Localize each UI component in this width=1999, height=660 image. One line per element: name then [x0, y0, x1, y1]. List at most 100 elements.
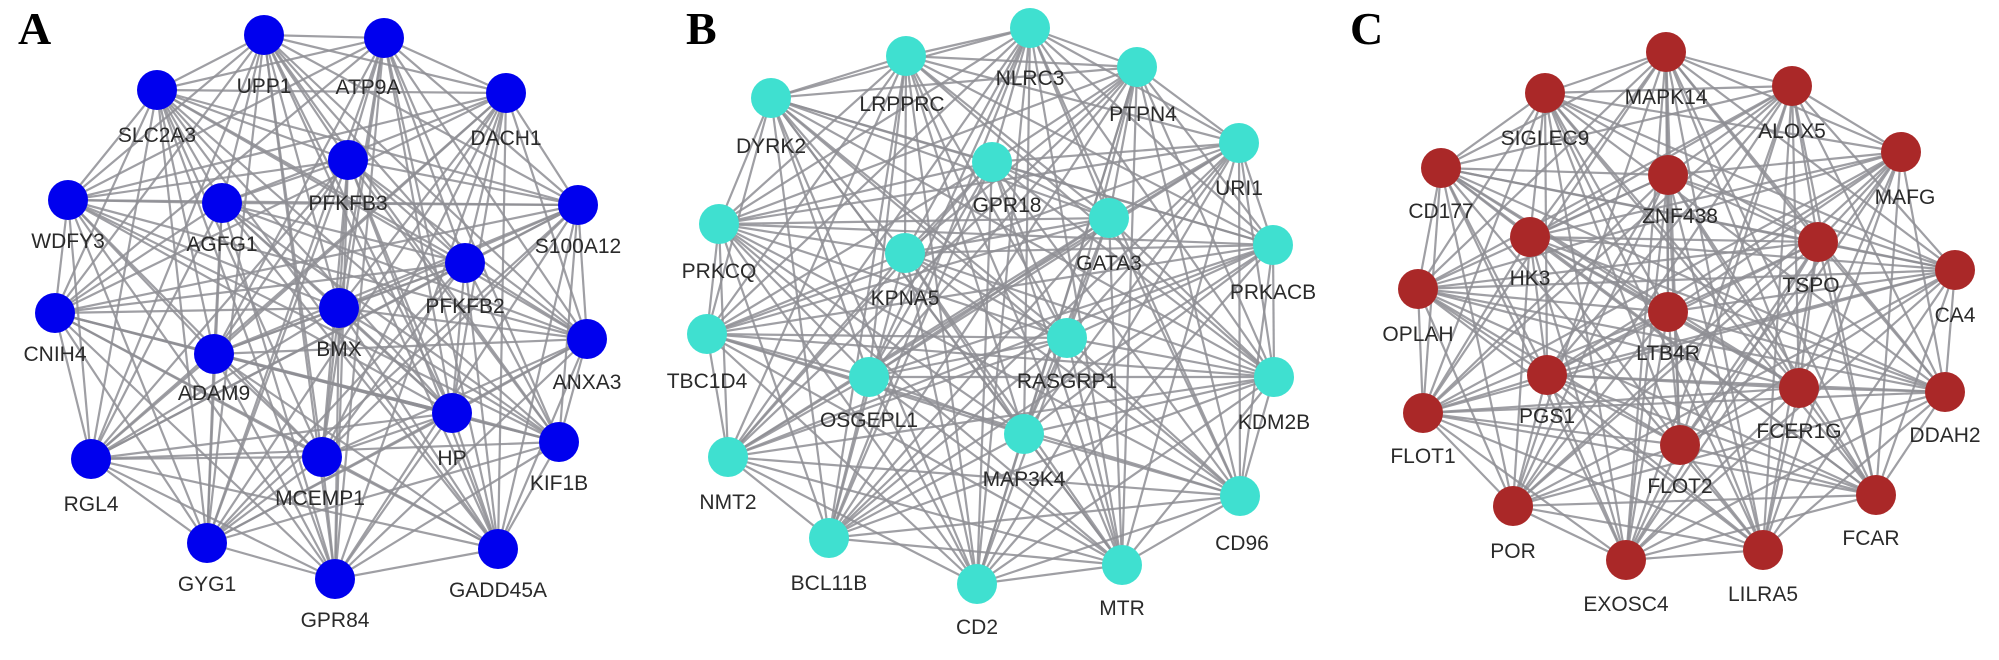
node-gadd45a[interactable]: GADD45A [449, 529, 547, 602]
node-ca4[interactable]: CA4 [1935, 250, 1976, 327]
node-circle[interactable] [1493, 486, 1533, 526]
node-circle[interactable] [137, 70, 177, 110]
node-gyg1[interactable]: GYG1 [178, 523, 236, 596]
node-siglec9[interactable]: SIGLEC9 [1501, 73, 1590, 150]
node-agfg1[interactable]: AGFG1 [186, 183, 258, 256]
node-exosc4[interactable]: EXOSC4 [1583, 540, 1669, 616]
node-adam9[interactable]: ADAM9 [178, 334, 250, 405]
node-circle[interactable] [1743, 530, 1783, 570]
node-circle[interactable] [445, 243, 485, 283]
node-circle[interactable] [539, 422, 579, 462]
node-gata3[interactable]: GATA3 [1076, 198, 1142, 275]
node-rasgrp1[interactable]: RASGRP1 [1017, 318, 1117, 393]
node-circle[interactable] [1881, 132, 1921, 172]
node-circle[interactable] [71, 439, 111, 479]
node-circle[interactable] [1525, 73, 1565, 113]
node-slc2a3[interactable]: SLC2A3 [118, 70, 196, 147]
node-circle[interactable] [1253, 225, 1293, 265]
node-circle[interactable] [1606, 540, 1646, 580]
node-circle[interactable] [809, 518, 849, 558]
node-circle[interactable] [302, 437, 342, 477]
node-mafg[interactable]: MAFG [1875, 132, 1936, 209]
node-circle[interactable] [708, 437, 748, 477]
node-circle[interactable] [567, 319, 607, 359]
node-circle[interactable] [1089, 198, 1129, 238]
node-cd2[interactable]: CD2 [956, 564, 998, 639]
node-anxa3[interactable]: ANXA3 [553, 319, 622, 394]
node-circle[interactable] [35, 293, 75, 333]
node-rgl4[interactable]: RGL4 [64, 439, 119, 516]
node-ptpn4[interactable]: PTPN4 [1109, 47, 1177, 126]
node-circle[interactable] [1527, 355, 1567, 395]
node-tbc1d4[interactable]: TBC1D4 [667, 314, 748, 393]
node-circle[interactable] [1648, 292, 1688, 332]
node-circle[interactable] [319, 288, 359, 328]
node-circle[interactable] [849, 357, 889, 397]
node-kif1b[interactable]: KIF1B [530, 422, 588, 495]
node-circle[interactable] [1421, 148, 1461, 188]
node-circle[interactable] [1510, 217, 1550, 257]
node-upp1[interactable]: UPP1 [237, 15, 292, 98]
node-circle[interactable] [1772, 66, 1812, 106]
node-circle[interactable] [432, 393, 472, 433]
node-circle[interactable] [886, 36, 926, 76]
node-circle[interactable] [1117, 47, 1157, 87]
node-tspo[interactable]: TSPO [1782, 222, 1840, 297]
node-gpr18[interactable]: GPR18 [972, 142, 1041, 217]
node-circle[interactable] [315, 559, 355, 599]
node-circle[interactable] [187, 523, 227, 563]
node-flot1[interactable]: FLOT1 [1390, 393, 1456, 468]
node-kpna5[interactable]: KPNA5 [871, 233, 940, 310]
node-alox5[interactable]: ALOX5 [1758, 66, 1826, 143]
node-circle[interactable] [1779, 368, 1819, 408]
node-nmt2[interactable]: NMT2 [699, 437, 757, 514]
node-bmx[interactable]: BMX [316, 288, 362, 361]
node-znf438[interactable]: ZNF438 [1642, 155, 1718, 228]
node-circle[interactable] [1254, 357, 1294, 397]
node-ltb4r[interactable]: LTB4R [1636, 292, 1700, 365]
node-circle[interactable] [1004, 414, 1044, 454]
node-circle[interactable] [1798, 222, 1838, 262]
node-circle[interactable] [194, 334, 234, 374]
node-uri1[interactable]: URI1 [1215, 123, 1263, 200]
node-circle[interactable] [885, 233, 925, 273]
node-circle[interactable] [972, 142, 1012, 182]
node-mtr[interactable]: MTR [1099, 545, 1145, 620]
node-circle[interactable] [478, 529, 518, 569]
node-fcer1g[interactable]: FCER1G [1756, 368, 1842, 443]
node-lrpprc[interactable]: LRPPRC [859, 36, 945, 116]
node-atp9a[interactable]: ATP9A [336, 18, 404, 99]
node-circle[interactable] [1047, 318, 1087, 358]
node-pfkfb2[interactable]: PFKFB2 [425, 243, 505, 318]
node-prkacb[interactable]: PRKACB [1230, 225, 1316, 304]
node-kdm2b[interactable]: KDM2B [1238, 357, 1310, 434]
node-circle[interactable] [1219, 123, 1259, 163]
node-dach1[interactable]: DACH1 [470, 73, 542, 150]
node-pfkfb3[interactable]: PFKFB3 [308, 140, 388, 215]
node-hk3[interactable]: HK3 [1510, 217, 1551, 290]
node-oplah[interactable]: OPLAH [1382, 269, 1454, 346]
node-cnih4[interactable]: CNIH4 [23, 293, 87, 366]
node-ddah2[interactable]: DDAH2 [1909, 372, 1981, 447]
node-osgepl1[interactable]: OSGEPL1 [820, 357, 918, 432]
node-circle[interactable] [364, 18, 404, 58]
node-circle[interactable] [1856, 475, 1896, 515]
node-map3k4[interactable]: MAP3K4 [983, 414, 1066, 491]
node-circle[interactable] [48, 180, 88, 220]
node-mcemp1[interactable]: MCEMP1 [275, 437, 365, 510]
node-cd96[interactable]: CD96 [1215, 476, 1269, 555]
node-circle[interactable] [1660, 425, 1700, 465]
node-circle[interactable] [687, 314, 727, 354]
node-circle[interactable] [699, 204, 739, 244]
node-circle[interactable] [751, 78, 791, 118]
node-prkcq[interactable]: PRKCQ [682, 204, 757, 283]
node-hp[interactable]: HP [432, 393, 472, 470]
node-circle[interactable] [1648, 155, 1688, 195]
node-circle[interactable] [202, 183, 242, 223]
node-cd177[interactable]: CD177 [1408, 148, 1474, 223]
node-circle[interactable] [1010, 8, 1050, 48]
node-fcar[interactable]: FCAR [1842, 475, 1900, 550]
node-bcl11b[interactable]: BCL11B [791, 518, 868, 595]
node-circle[interactable] [1102, 545, 1142, 585]
node-circle[interactable] [957, 564, 997, 604]
